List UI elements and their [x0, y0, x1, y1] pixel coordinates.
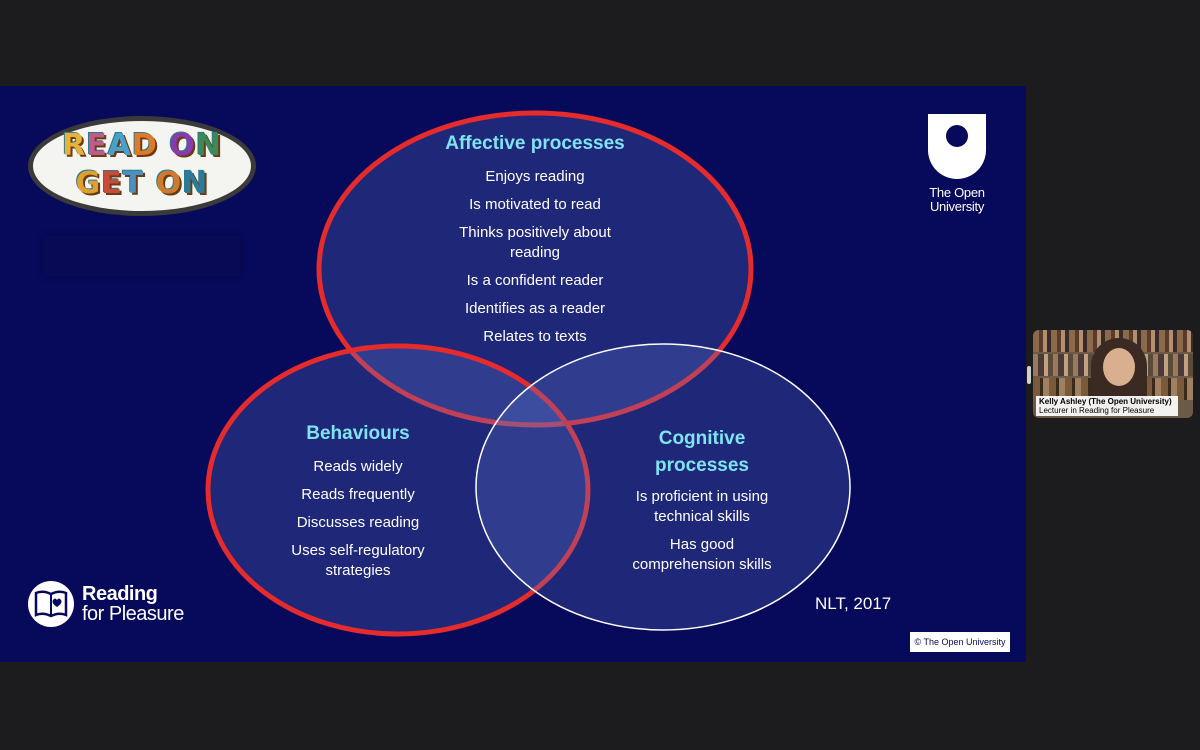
rfp-wordmark: Reading for Pleasure	[82, 584, 184, 624]
open-university-logo: The Open University	[922, 114, 992, 218]
affective-item: Relates to texts	[483, 328, 587, 345]
participant-name: Kelly Ashley (The Open University)	[1039, 397, 1172, 406]
behaviours-group: Behaviours Reads widely Reads frequently…	[248, 423, 468, 589]
citation-text: NLT, 2017	[815, 594, 892, 613]
logo-letter: G	[75, 166, 102, 201]
logo-letter: O	[169, 128, 196, 163]
participant-role: Lecturer in Reading for Pleasure	[1039, 406, 1155, 415]
logo-line-1: READ ON	[28, 128, 256, 163]
logo-letter: D	[131, 128, 158, 163]
open-university-wordmark: The Open University	[929, 185, 985, 214]
affective-heading: Affective processes	[445, 133, 625, 154]
behaviours-item: Discusses reading	[296, 514, 420, 531]
blank-placeholder-box	[44, 236, 240, 276]
logo-letter: N	[195, 128, 222, 163]
behaviours-item: Reads frequently	[301, 486, 415, 503]
shared-slide: READ ON GET ON The Open University Affec…	[0, 86, 1026, 662]
behaviours-item: Reads widely	[313, 458, 403, 475]
affective-item: Is a confident reader	[466, 272, 604, 289]
cognitive-processes-group: Cognitive processes Is proficient in usi…	[590, 425, 814, 583]
behaviours-item: Uses self-regulatory strategies	[291, 542, 425, 579]
affective-item: Identifies as a reader	[464, 300, 606, 317]
rfp-line-1: Reading	[82, 583, 158, 605]
participant-name-bar: Kelly Ashley (The Open University) Lectu…	[1036, 396, 1178, 416]
affective-processes-group: Affective processes Enjoys reading Is mo…	[400, 133, 670, 355]
logo-letter: E	[101, 166, 123, 201]
reading-for-pleasure-logo: Reading for Pleasure	[28, 578, 212, 630]
cognitive-item: Has good comprehension skills	[632, 536, 772, 573]
logo-letter: R	[62, 128, 87, 163]
participant-face	[1103, 348, 1135, 386]
venn-circle-cognitive	[475, 343, 851, 631]
cognitive-heading: Cognitive processes	[654, 428, 749, 476]
logo-letter: T	[122, 166, 145, 201]
behaviours-heading: Behaviours	[306, 423, 410, 444]
logo-letter: A	[107, 128, 132, 163]
venn-diagram	[205, 110, 851, 637]
logo-oval	[28, 116, 256, 216]
logo-letter: E	[86, 128, 108, 163]
logo-line-2: GET ON	[28, 166, 256, 201]
read-on-get-on-logo: READ ON GET ON	[28, 116, 256, 216]
open-university-shield-icon	[928, 114, 986, 179]
affective-item: Thinks positively about reading	[459, 224, 611, 261]
panel-resize-handle[interactable]	[1027, 366, 1031, 384]
cognitive-item: Is proficient in using technical skills	[635, 488, 769, 525]
logo-letter: O	[155, 166, 183, 201]
affective-item: Enjoys reading	[485, 168, 585, 185]
rfp-line-2: for Pleasure	[82, 603, 184, 625]
logo-letter: N	[182, 166, 209, 201]
book-heart-icon	[28, 581, 74, 627]
participant-video-tile[interactable]: Kelly Ashley (The Open University) Lectu…	[1033, 330, 1193, 418]
copyright-badge: © The Open University	[910, 632, 1010, 652]
venn-circle-behaviours	[205, 343, 591, 637]
affective-item: Is motivated to read	[469, 196, 601, 213]
